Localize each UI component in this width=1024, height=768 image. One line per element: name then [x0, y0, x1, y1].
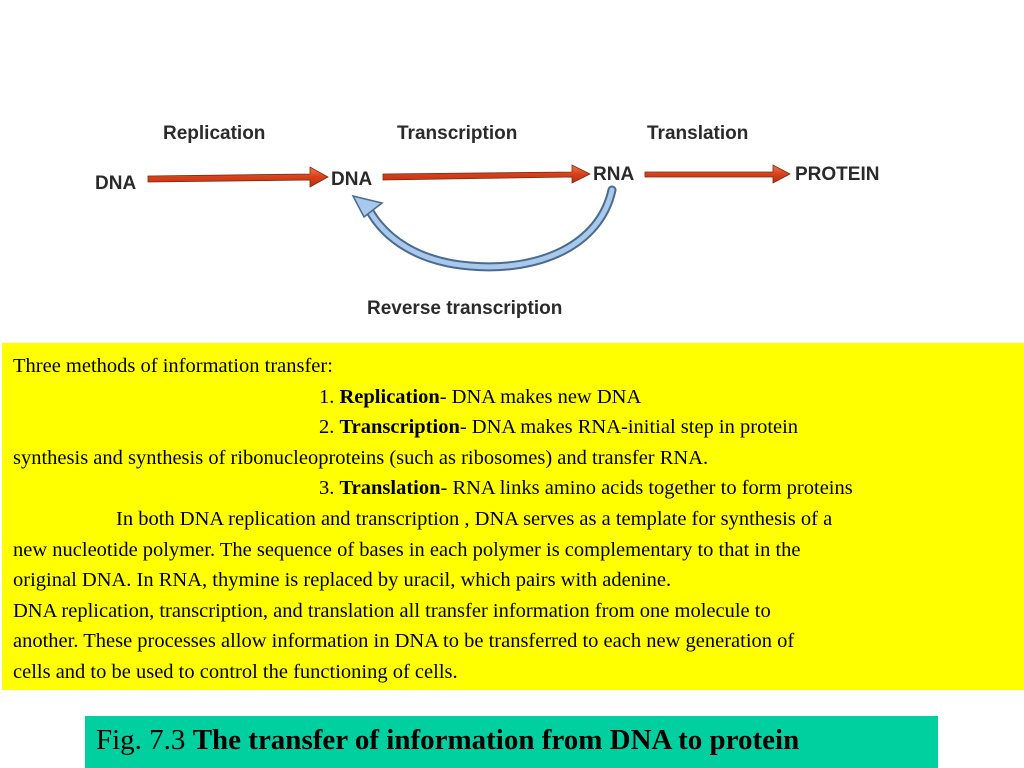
info-heading: Three methods of information transfer: [13, 355, 333, 377]
method-item-transcription: 2. Transcription- DNA makes RNA-initial … [319, 416, 799, 439]
caption-prefix: Fig. 7.3 [96, 724, 193, 756]
method-term: Translation [339, 477, 441, 500]
central-dogma-diagram: Replication Transcription Translation DN… [95, 123, 879, 319]
method-term: Replication [339, 385, 440, 408]
transcription-label: Transcription [397, 123, 517, 144]
method-item-transcription-cont: synthesis and synthesis of ribonucleopro… [13, 446, 709, 469]
replication-label: Replication [163, 123, 265, 144]
dna-middle-node: DNA [331, 169, 372, 190]
transcription-arrow [382, 164, 591, 184]
method-term: Transcription [339, 416, 460, 439]
replication-arrow [147, 166, 329, 188]
paragraph-line: original DNA. In RNA, thymine is replace… [13, 569, 672, 592]
paragraph-line: another. These processes allow informati… [13, 630, 795, 653]
caption-title: The transfer of information from DNA to … [192, 724, 800, 756]
protein-node: PROTEIN [795, 164, 879, 185]
translation-label: Translation [647, 123, 748, 144]
paragraph-line: DNA replication, transcription, and tran… [13, 599, 771, 622]
method-item-translation: 3. Translation- RNA links amino acids to… [319, 477, 853, 500]
rna-node: RNA [593, 164, 634, 185]
translation-arrow [644, 164, 791, 184]
reverse-transcription-label: Reverse transcription [367, 298, 562, 319]
paragraph-line: new nucleotide polymer. The sequence of … [13, 538, 801, 561]
reverse-transcription-arrow [351, 185, 617, 272]
figure-caption: Fig. 7.3 The transfer of information fro… [85, 716, 938, 768]
method-item-replication: 1. Replication- DNA makes new DNA [319, 385, 642, 408]
info-box: Three methods of information transfer: 1… [2, 343, 1024, 690]
dna-start-node: DNA [95, 173, 136, 194]
paragraph-line: In both DNA replication and transcriptio… [116, 507, 833, 530]
paragraph-line: cells and to be used to control the func… [13, 660, 458, 683]
